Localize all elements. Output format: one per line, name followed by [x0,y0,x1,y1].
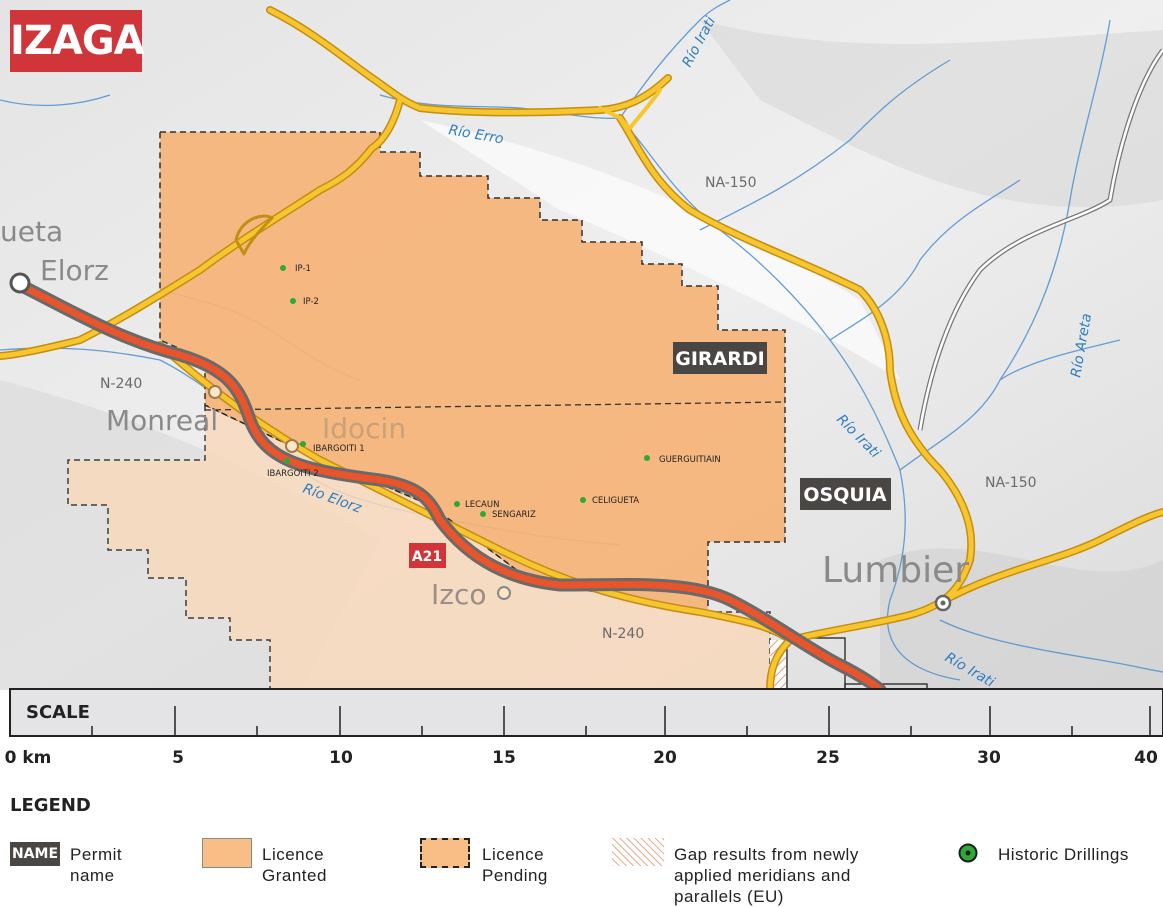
permit-osquia: OSQUIA [803,484,886,506]
road-n240-b: N-240 [602,626,644,642]
town-izco: Izco [431,578,486,611]
drill-ip2 [290,298,296,304]
town-monreal: Monreal [106,404,218,437]
drill-ibargoiti1 [300,441,306,447]
town-idocin: Idocin [322,412,406,445]
legend-permit-line1: Permit [70,845,123,864]
permit-divider [204,401,786,411]
label-ibargoiti1: IBARGOITI 1 [313,444,365,454]
scale-tick-10: 10 [329,748,353,768]
legend-name-chip: NAME [10,842,60,866]
permit-girardi-bg [673,342,767,374]
valley-shade [420,120,900,380]
scale-tick-20: 20 [653,748,677,768]
scale-tick-15: 15 [492,748,516,768]
drill-celigueta [580,497,586,503]
legend-granted-text: Licence Granted [262,844,327,886]
licence-granted-area [159,131,786,613]
permit-osquia-bg [800,478,891,510]
legend-gap-text: Gap results from newly applied meridians… [674,844,859,907]
legend-drill-icon [958,843,978,863]
label-ibargoiti2: IBARGOITI 2 [267,469,319,479]
scale-tick-0: 0 km [4,748,52,768]
legend-permit-line2: name [70,866,115,885]
drillings [280,265,650,517]
drill-guerguitiain [644,455,650,461]
legend-pending-line1: Licence [482,845,545,864]
scale-tick-30: 30 [977,748,1001,768]
legend-pending-text: Licence Pending [482,844,548,886]
idocin-marker [285,439,299,453]
legend-title: LEGEND [10,795,91,816]
legend-drill-text: Historic Drillings [998,845,1129,864]
drill-lecaun [454,501,460,507]
map-canvas: IP-1 IP-2 IBARGOITI 1 IBARGOITI 2 GUERGU… [0,0,1163,690]
legend-gap-line3: parallels (EU) [674,887,784,906]
legend-pending-line2: Pending [482,866,548,885]
scale-bar [9,688,1163,737]
label-ip1: IP-1 [295,264,311,274]
drill-ibargoiti2 [284,458,290,464]
ridge-shade [700,20,1163,208]
label-lecaun: LECAUN [465,500,499,510]
a21-shield [409,543,446,568]
legend-gap-line1: Gap results from newly [674,845,859,864]
permit-girardi: GIRARDI [675,348,764,370]
road-na150-a: NA-150 [705,175,757,191]
legend-gap-swatch [612,838,664,866]
road-n240-a: N-240 [100,376,142,392]
scale-tick-40: 40 [1134,748,1158,768]
legend-granted-line1: Licence [262,845,325,864]
scale-label: SCALE [26,702,90,723]
ridge-shade-3 [880,548,1163,690]
road-na150-b: NA-150 [985,475,1037,491]
legend-granted-line2: Granted [262,866,327,885]
elorz-marker [9,272,31,294]
legend-pending-swatch [420,838,470,868]
scale-tick-5: 5 [172,748,184,768]
legend-granted-swatch [202,838,252,868]
label-celigueta: CELIGUETA [592,496,639,506]
label-guerguitiain: GUERGUITIAIN [659,455,721,465]
izco-marker [497,586,511,600]
a21-label: A21 [412,549,442,565]
drill-sengariz [480,511,486,517]
label-ip2: IP-2 [303,297,319,307]
town-elorz-partial: ueta [0,215,63,248]
town-lumbier: Lumbier [822,550,969,591]
scale-tick-25: 25 [816,748,840,768]
drill-ip1 [280,265,286,271]
motorway-a21 [13,278,887,690]
town-elorz: Elorz [40,254,109,287]
label-sengariz: SENGARIZ [492,510,536,520]
legend-gap-line2: applied meridians and [674,866,851,885]
map-title: IZAGA [10,10,145,72]
legend-permit-text: Permit name [70,844,122,886]
monreal-marker [208,385,222,399]
